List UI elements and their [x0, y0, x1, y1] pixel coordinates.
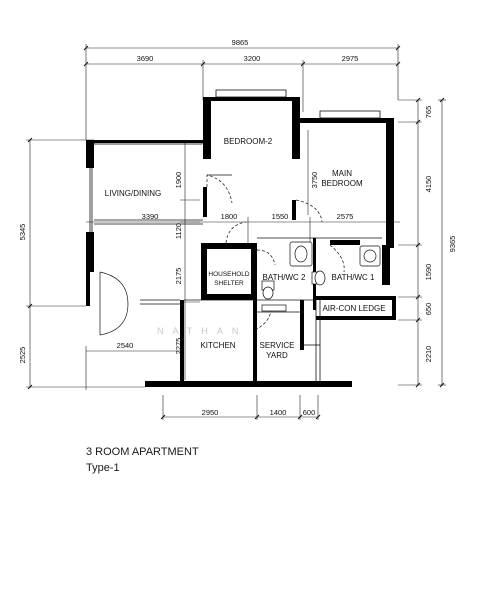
room-bedroom2: BEDROOM-2: [224, 137, 273, 146]
dimension-ticks: [27, 45, 445, 420]
plan-title: 3 ROOM APARTMENT: [86, 446, 199, 458]
dim-bottom-2: 1400: [270, 408, 287, 417]
dim-left-2: 2525: [18, 347, 27, 364]
dim-inner-3: 2175: [174, 268, 183, 285]
room-bath2: BATH/WC 2: [263, 273, 307, 282]
dim-mid-1: 3390: [142, 212, 159, 221]
room-main-bedroom-l1: MAIN: [332, 169, 352, 178]
room-main-bedroom-l2: BEDROOM: [321, 179, 363, 188]
room-service-l1: SERVICE: [260, 341, 295, 350]
dimension-labels: 9865 3690 3200 2975 3390 1800 1550 2575 …: [18, 38, 457, 417]
dim-bottom-left: 2540: [117, 341, 134, 350]
room-aircon: AIR-CON LEDGE: [322, 304, 385, 313]
dim-top-1: 3690: [137, 54, 154, 63]
room-living: LIVING/DINING: [105, 189, 161, 198]
watermark: NATHAN: [157, 326, 247, 336]
room-kitchen: KITCHEN: [200, 341, 235, 350]
dim-right-1: 765: [424, 106, 433, 119]
dim-inner-1: 1900: [174, 172, 183, 189]
dim-right-2: 4150: [424, 176, 433, 193]
dim-left-1: 5345: [18, 224, 27, 241]
dim-right-total: 9365: [448, 236, 457, 253]
door-swings: [99, 174, 345, 336]
plan-type: Type-1: [86, 462, 120, 474]
dim-inner-5: 3750: [310, 172, 319, 189]
room-labels: BEDROOM-2 LIVING/DINING MAIN BEDROOM HOU…: [105, 137, 386, 360]
bathroom-fixtures: [261, 241, 381, 312]
room-bath1: BATH/WC 1: [332, 273, 376, 282]
dim-top-3: 2975: [342, 54, 359, 63]
room-household-l2: SHELTER: [214, 280, 244, 287]
dim-right-3: 1590: [424, 264, 433, 281]
dim-mid-2: 1800: [221, 212, 238, 221]
dim-inner-2: 1120: [174, 223, 183, 239]
dim-mid-3: 1550: [272, 212, 289, 221]
dim-bottom-1: 2950: [202, 408, 219, 417]
dim-mid-4: 2575: [337, 212, 354, 221]
dim-top-2: 3200: [244, 54, 261, 63]
room-service-l2: YARD: [266, 351, 288, 360]
thin-walls: [89, 89, 382, 385]
dim-right-5: 2210: [424, 346, 433, 363]
dim-bottom-3: 600: [303, 408, 316, 417]
dim-overall-width: 9865: [232, 38, 249, 47]
dim-inner-4: 2275: [174, 338, 183, 355]
dimension-lines: [26, 44, 446, 420]
dim-right-4: 650: [424, 303, 433, 316]
room-household-l1: HOUSEHOLD: [208, 271, 249, 278]
